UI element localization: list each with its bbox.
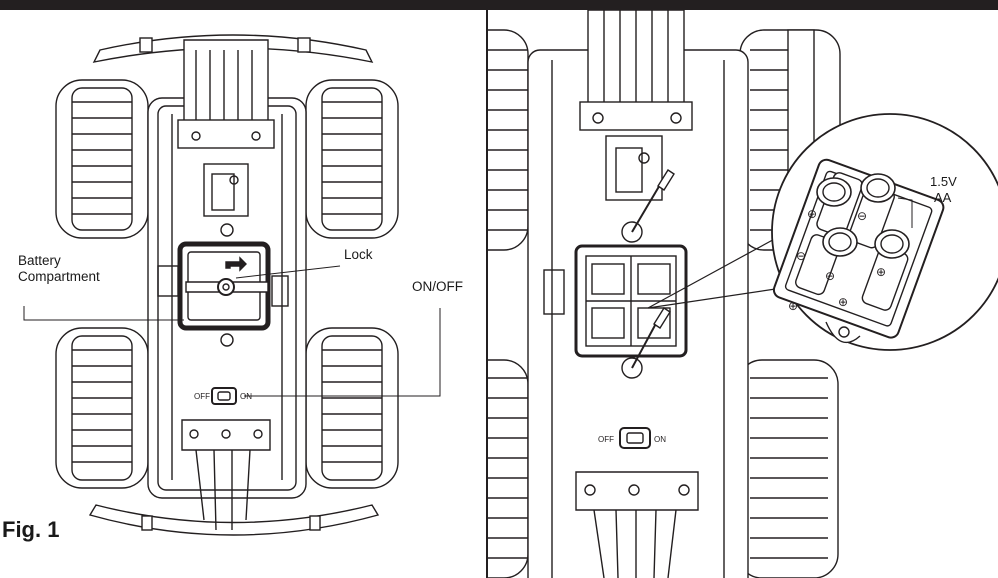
vehicle-underside-drawing: OFF ON	[23, 34, 441, 536]
lock-leader-line	[235, 265, 341, 279]
polarity-plus-2: ⊕	[876, 265, 886, 279]
vehicle-underside-view: OFF ON	[0, 10, 486, 578]
switch-off-text: OFF	[194, 392, 210, 401]
bumper-mount-left	[139, 37, 153, 53]
wheel-rear-left-zoomed	[488, 359, 529, 578]
on-off-label: ON/OFF	[412, 279, 463, 294]
bumper-mount-right	[297, 37, 311, 53]
on-off-leader-line	[244, 308, 441, 397]
battery-detail-view: OFF ON ⊕ ⊖ ⊖ ⊕ ⊖ ⊕	[488, 10, 998, 578]
screwdriver-top	[621, 169, 675, 243]
figure-caption: Fig. 1	[2, 517, 60, 542]
rear-bumper-mount-left	[141, 515, 153, 531]
lock-label: Lock	[344, 247, 373, 262]
wheel-front-right	[305, 79, 399, 239]
polarity-minus-2: ⊖	[796, 249, 806, 263]
battery-compartment-label-line1: Battery	[18, 253, 61, 268]
zoom-wedge	[647, 235, 783, 309]
battery-type-label: AA	[934, 190, 952, 205]
battery-compartment-door	[157, 223, 289, 347]
battery-compartment-label-line2: Compartment	[18, 269, 100, 284]
battery-zoom-circle: ⊕ ⊖ ⊖ ⊕ ⊖ ⊕ ⊕	[771, 113, 998, 351]
rear-grille	[181, 419, 271, 531]
front-grille	[177, 39, 275, 149]
switch-on-text-zoomed: ON	[654, 435, 666, 444]
wheel-front-left	[55, 79, 149, 239]
wheel-rear-right	[305, 327, 399, 489]
wheel-rear-left	[55, 327, 149, 489]
battery-compartment-open	[543, 244, 688, 358]
battery-leader-line	[23, 306, 184, 321]
top-rule	[0, 0, 998, 10]
battery-detail-drawing: OFF ON ⊕ ⊖ ⊖ ⊕ ⊖ ⊕	[488, 10, 998, 578]
motor-bracket	[203, 163, 249, 217]
polarity-minus-3: ⊖	[825, 269, 835, 283]
screwdriver-bottom	[621, 307, 671, 379]
polarity-plus-3: ⊕	[788, 299, 798, 313]
polarity-minus-1: ⊖	[857, 209, 867, 223]
panel-divider	[486, 10, 488, 578]
polarity-plus-4: ⊕	[838, 295, 848, 309]
rear-bumper	[88, 504, 380, 536]
rear-bumper-mount-right	[309, 515, 321, 531]
front-grille-zoomed	[579, 10, 693, 131]
rear-grille-zoomed	[575, 471, 699, 578]
wheel-front-left-zoomed	[488, 29, 529, 251]
motor-bracket-zoomed	[605, 135, 663, 201]
voltage-label: 1.5V	[930, 174, 957, 189]
lock-arrow-icon	[225, 256, 247, 272]
wheel-rear-right-zoomed	[737, 359, 839, 578]
polarity-plus-1: ⊕	[807, 207, 817, 221]
switch-off-text-zoomed: OFF	[598, 435, 614, 444]
power-switch-zoomed: OFF ON	[598, 427, 666, 449]
